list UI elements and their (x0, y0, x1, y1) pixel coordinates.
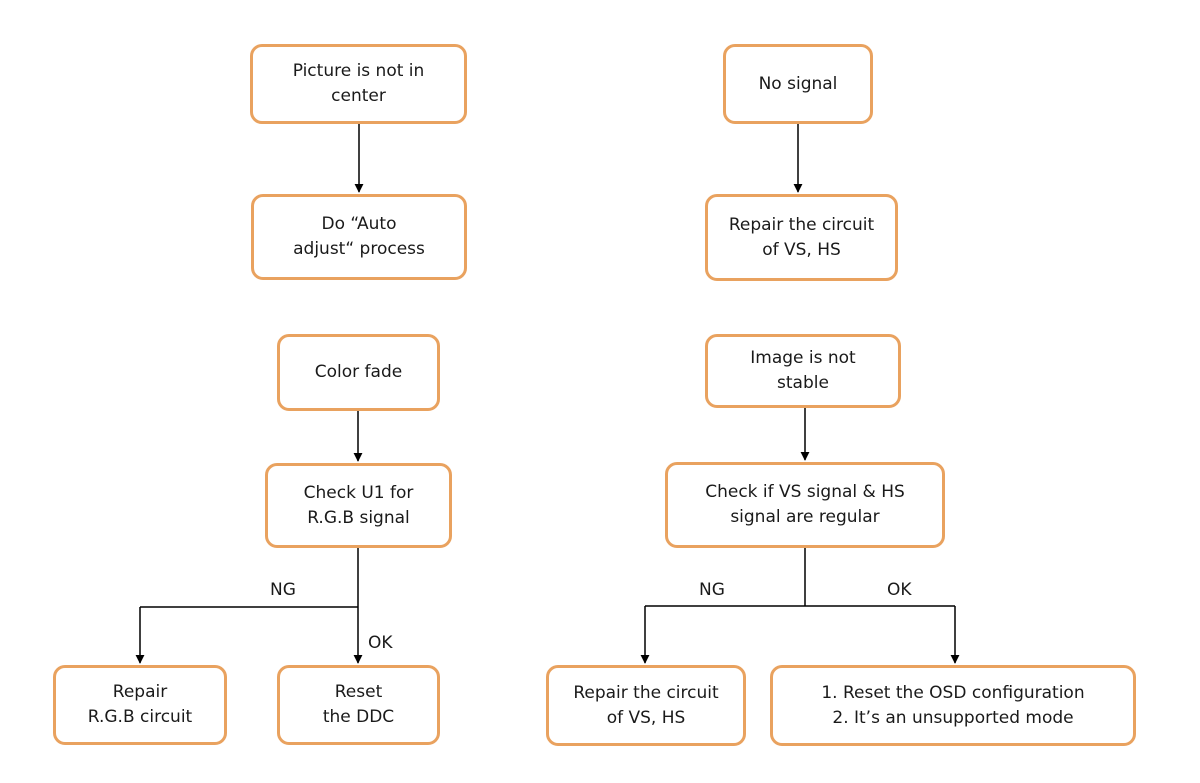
node-text-line: R.G.B signal (307, 507, 410, 528)
node-text-line: Repair the circuit (573, 682, 719, 703)
node-text-line: Picture is not in (292, 61, 425, 81)
node-repair-vs-hs-circuit: Repair the circuit of VS, HS (546, 665, 746, 746)
node-reset-osd-configuration: 1. Reset the OSD configuration 2. It’s a… (770, 665, 1136, 746)
node-text-line: R.G.B circuit (87, 707, 193, 727)
node-text-line: Repair the circuit (728, 214, 875, 235)
node-reset-ddc: Reset the DDC (277, 665, 440, 745)
branch-label-ok: OK (887, 580, 912, 600)
node-check-u1: Check U1 for R.G.B signal (265, 463, 452, 548)
node-text-line: Color fade (314, 362, 403, 382)
node-auto-adjust: Do “Auto adjust“ process (251, 194, 467, 280)
node-text-line: center (331, 86, 386, 106)
node-text-line: 2. It’s an unsupported mode (832, 707, 1074, 728)
node-check-vs-hs-signal: Check if VS signal & HS signal are regul… (665, 462, 945, 548)
node-text-line: of VS, HS (762, 239, 841, 260)
node-text-line: signal are regular (730, 507, 880, 527)
node-color-fade: Color fade (277, 334, 440, 411)
node-text-line: Check U1 for (303, 482, 414, 503)
node-text-line: Do “Auto (321, 214, 397, 234)
node-no-signal: No signal (723, 44, 873, 124)
node-image-not-stable: Image is not stable (705, 334, 901, 408)
node-text-line: Repair (112, 682, 168, 702)
node-repair-vs-hs: Repair the circuit of VS, HS (705, 194, 898, 281)
branch-label-ng: NG (270, 580, 296, 600)
node-repair-rgb-circuit: Repair R.G.B circuit (53, 665, 227, 745)
node-text-line: stable (777, 373, 829, 393)
node-text-line: the DDC (322, 707, 395, 727)
node-text-line: Image is not (750, 348, 856, 368)
node-picture-not-in-center: Picture is not in center (250, 44, 467, 124)
branch-label-ok: OK (368, 633, 393, 653)
node-text-line: 1. Reset the OSD configuration (821, 682, 1085, 703)
node-text-line: adjust“ process (293, 239, 425, 259)
branch-label-ng: NG (699, 580, 725, 600)
node-text-line: Check if VS signal & HS (705, 482, 905, 502)
node-text-line: of VS, HS (606, 707, 686, 728)
node-text-line: Reset (334, 682, 383, 702)
node-text-line: No signal (758, 73, 838, 94)
